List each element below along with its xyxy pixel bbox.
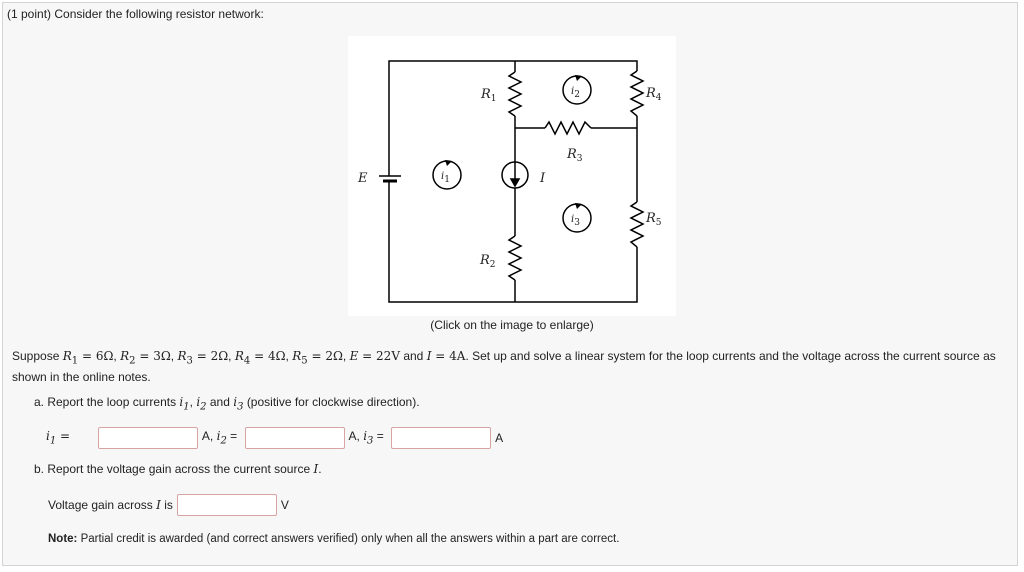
i3-input[interactable] <box>391 427 492 449</box>
loop-i3-arrow-icon <box>575 203 582 209</box>
image-caption[interactable]: (Click on the image to enlarge) <box>430 318 594 332</box>
resistor-r3 <box>544 120 592 136</box>
unit-a-2: A, i3 = <box>348 429 388 447</box>
label-r4: R4 <box>645 86 662 103</box>
problem-header: (1 point) Consider the following resisto… <box>7 7 264 21</box>
circuit-diagram[interactable]: R1 R2 R3 R4 R5 E I i1 i2 i3 <box>348 36 676 316</box>
label-i1-eq: i1 = <box>46 429 74 447</box>
given-value: R2 = 3Ω <box>120 349 171 367</box>
unit-a-1: A, i2 = <box>201 429 241 447</box>
voltage-label: Voltage gain across I is <box>48 498 173 512</box>
wire-top-left <box>388 60 515 166</box>
label-i1: i1 <box>441 171 450 185</box>
part-a-answers: i1 = A, i2 = A, i3 = A <box>46 424 503 452</box>
i2-input[interactable] <box>244 427 345 449</box>
loop-i1-arrow-icon <box>445 160 452 166</box>
unit-a-3: A <box>495 431 504 445</box>
problem-statement: Suppose R1 = 6Ω, R2 = 3Ω, R3 = 2Ω, R4 = … <box>12 349 996 385</box>
part-b-answer: Voltage gain across I is V <box>48 492 289 518</box>
label-i2: i2 <box>571 86 580 100</box>
label-r2: R2 <box>479 253 496 270</box>
label-i: I <box>539 171 546 186</box>
resistor-r5 <box>629 201 645 248</box>
unit-v: V <box>280 498 289 512</box>
resistor-r4 <box>629 70 645 117</box>
label-r5: R5 <box>645 211 662 228</box>
given-value: R5 = 2Ω <box>292 349 343 367</box>
wire-top-right <box>515 60 638 71</box>
resistor-r1 <box>507 71 523 117</box>
partial-credit-note: Note: Partial credit is awarded (and cor… <box>48 533 620 545</box>
loop-i2-arrow-icon <box>575 75 582 81</box>
part-b-prompt: b. Report the voltage gain across the cu… <box>34 462 322 476</box>
wire-bottom <box>388 186 638 303</box>
label-r3: R3 <box>566 147 583 164</box>
resistor-r2 <box>507 235 523 281</box>
i1-input[interactable] <box>97 427 198 449</box>
label-i3: i3 <box>571 214 580 228</box>
part-a-prompt: a. Report the loop currents i1, i2 and i… <box>34 395 420 413</box>
current-source-arrow-icon <box>509 166 521 188</box>
given-value: R1 = 6Ω <box>62 349 114 367</box>
given-value: R3 = 2Ω <box>177 349 229 367</box>
given-value: E = 22V <box>349 349 400 363</box>
given-value: R4 = 4Ω <box>234 349 286 367</box>
label-e: E <box>357 171 368 186</box>
label-r1: R1 <box>480 87 497 104</box>
given-values: R1 = 6Ω, R2 = 3Ω, R3 = 2Ω, R4 = 4Ω, R5 =… <box>62 349 400 367</box>
voltage-input[interactable] <box>176 494 277 516</box>
